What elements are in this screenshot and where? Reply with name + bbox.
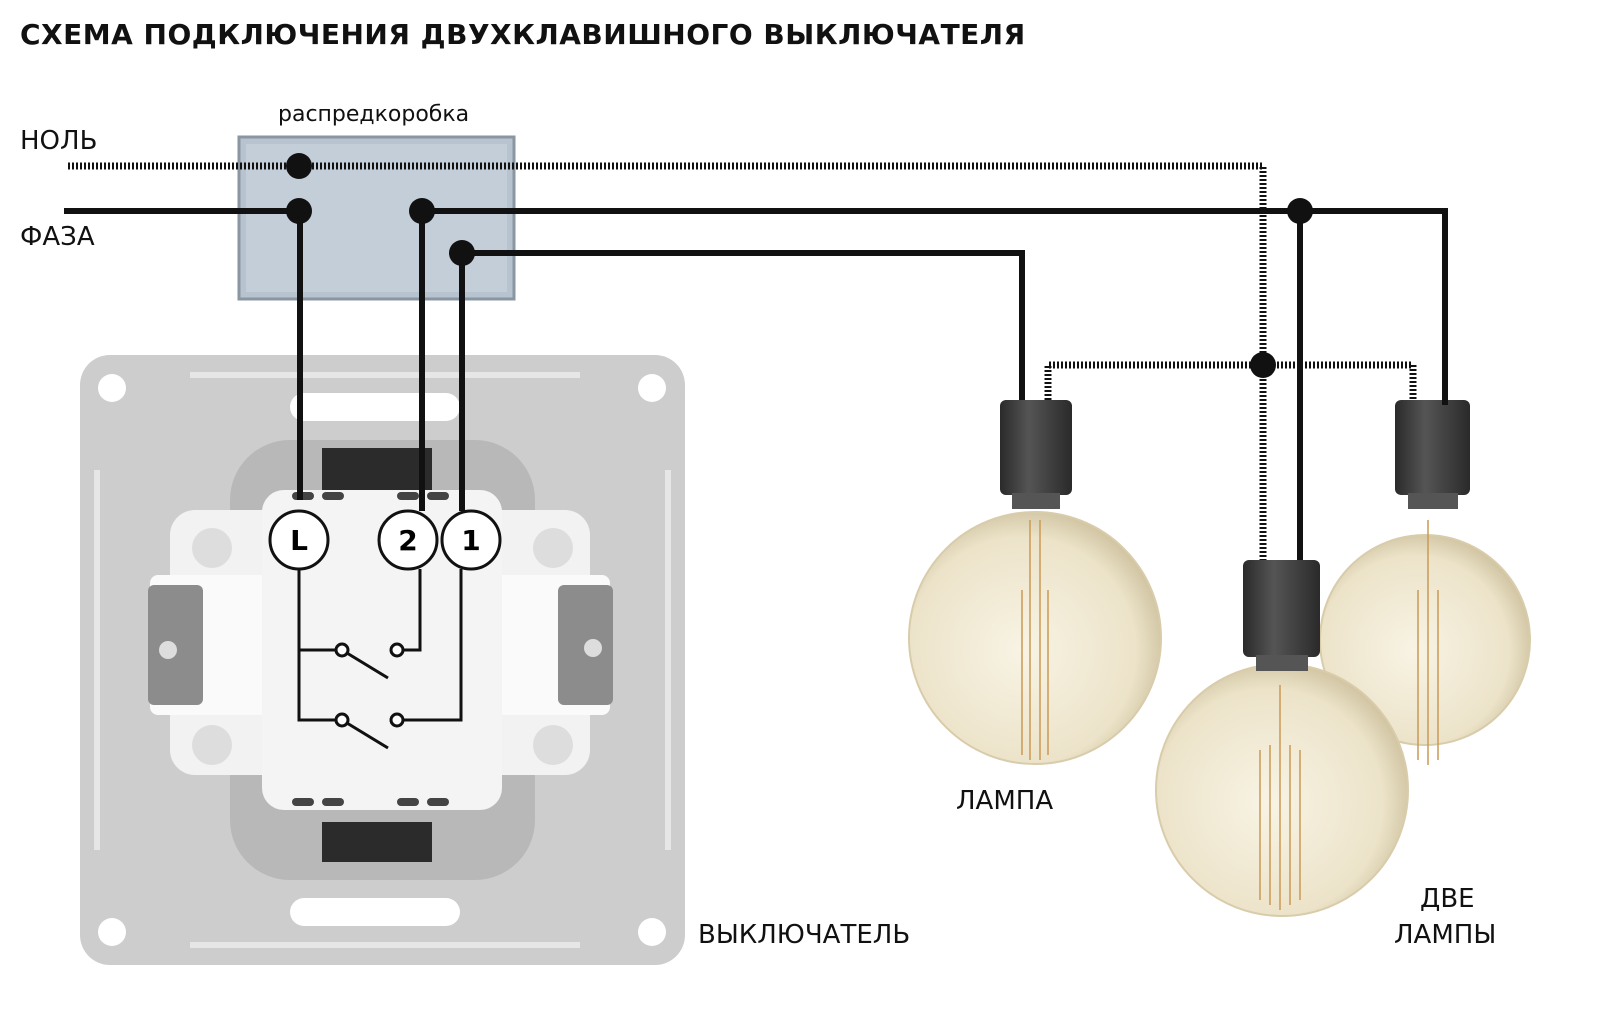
junction-box	[237, 135, 516, 301]
phase-label: ФАЗА	[20, 222, 95, 252]
switch-contacts	[334, 642, 405, 728]
switch-schematic	[297, 569, 463, 750]
terminal-L-label: L	[290, 524, 308, 557]
lamp-middle	[1155, 560, 1409, 917]
terminal-1: 1	[440, 509, 502, 571]
two-lamps-label-line2: ЛАМПЫ	[1394, 920, 1497, 950]
two-lamps-label-line1: ДВЕ	[1420, 884, 1475, 914]
terminal-2-label: 2	[398, 524, 417, 557]
lamp-right	[1319, 400, 1531, 765]
phase-wires	[64, 208, 1448, 560]
terminal-1-label: 1	[461, 524, 480, 557]
terminal-L: L	[268, 509, 330, 571]
neutral-label: НОЛЬ	[20, 126, 98, 156]
switch-body	[80, 355, 685, 965]
diagram-title: СХЕМА ПОДКЛЮЧЕНИЯ ДВУХКЛАВИШНОГО ВЫКЛЮЧА…	[20, 18, 1026, 51]
terminal-2: 2	[377, 509, 439, 571]
switch-label: ВЫКЛЮЧАТЕЛЬ	[698, 920, 911, 950]
lamp-label: ЛАМПА	[956, 786, 1054, 816]
junction-dots	[286, 153, 1313, 378]
junction-box-label: распредкоробка	[278, 102, 470, 127]
lamp-left	[908, 400, 1162, 765]
neutral-wire	[68, 162, 1417, 560]
